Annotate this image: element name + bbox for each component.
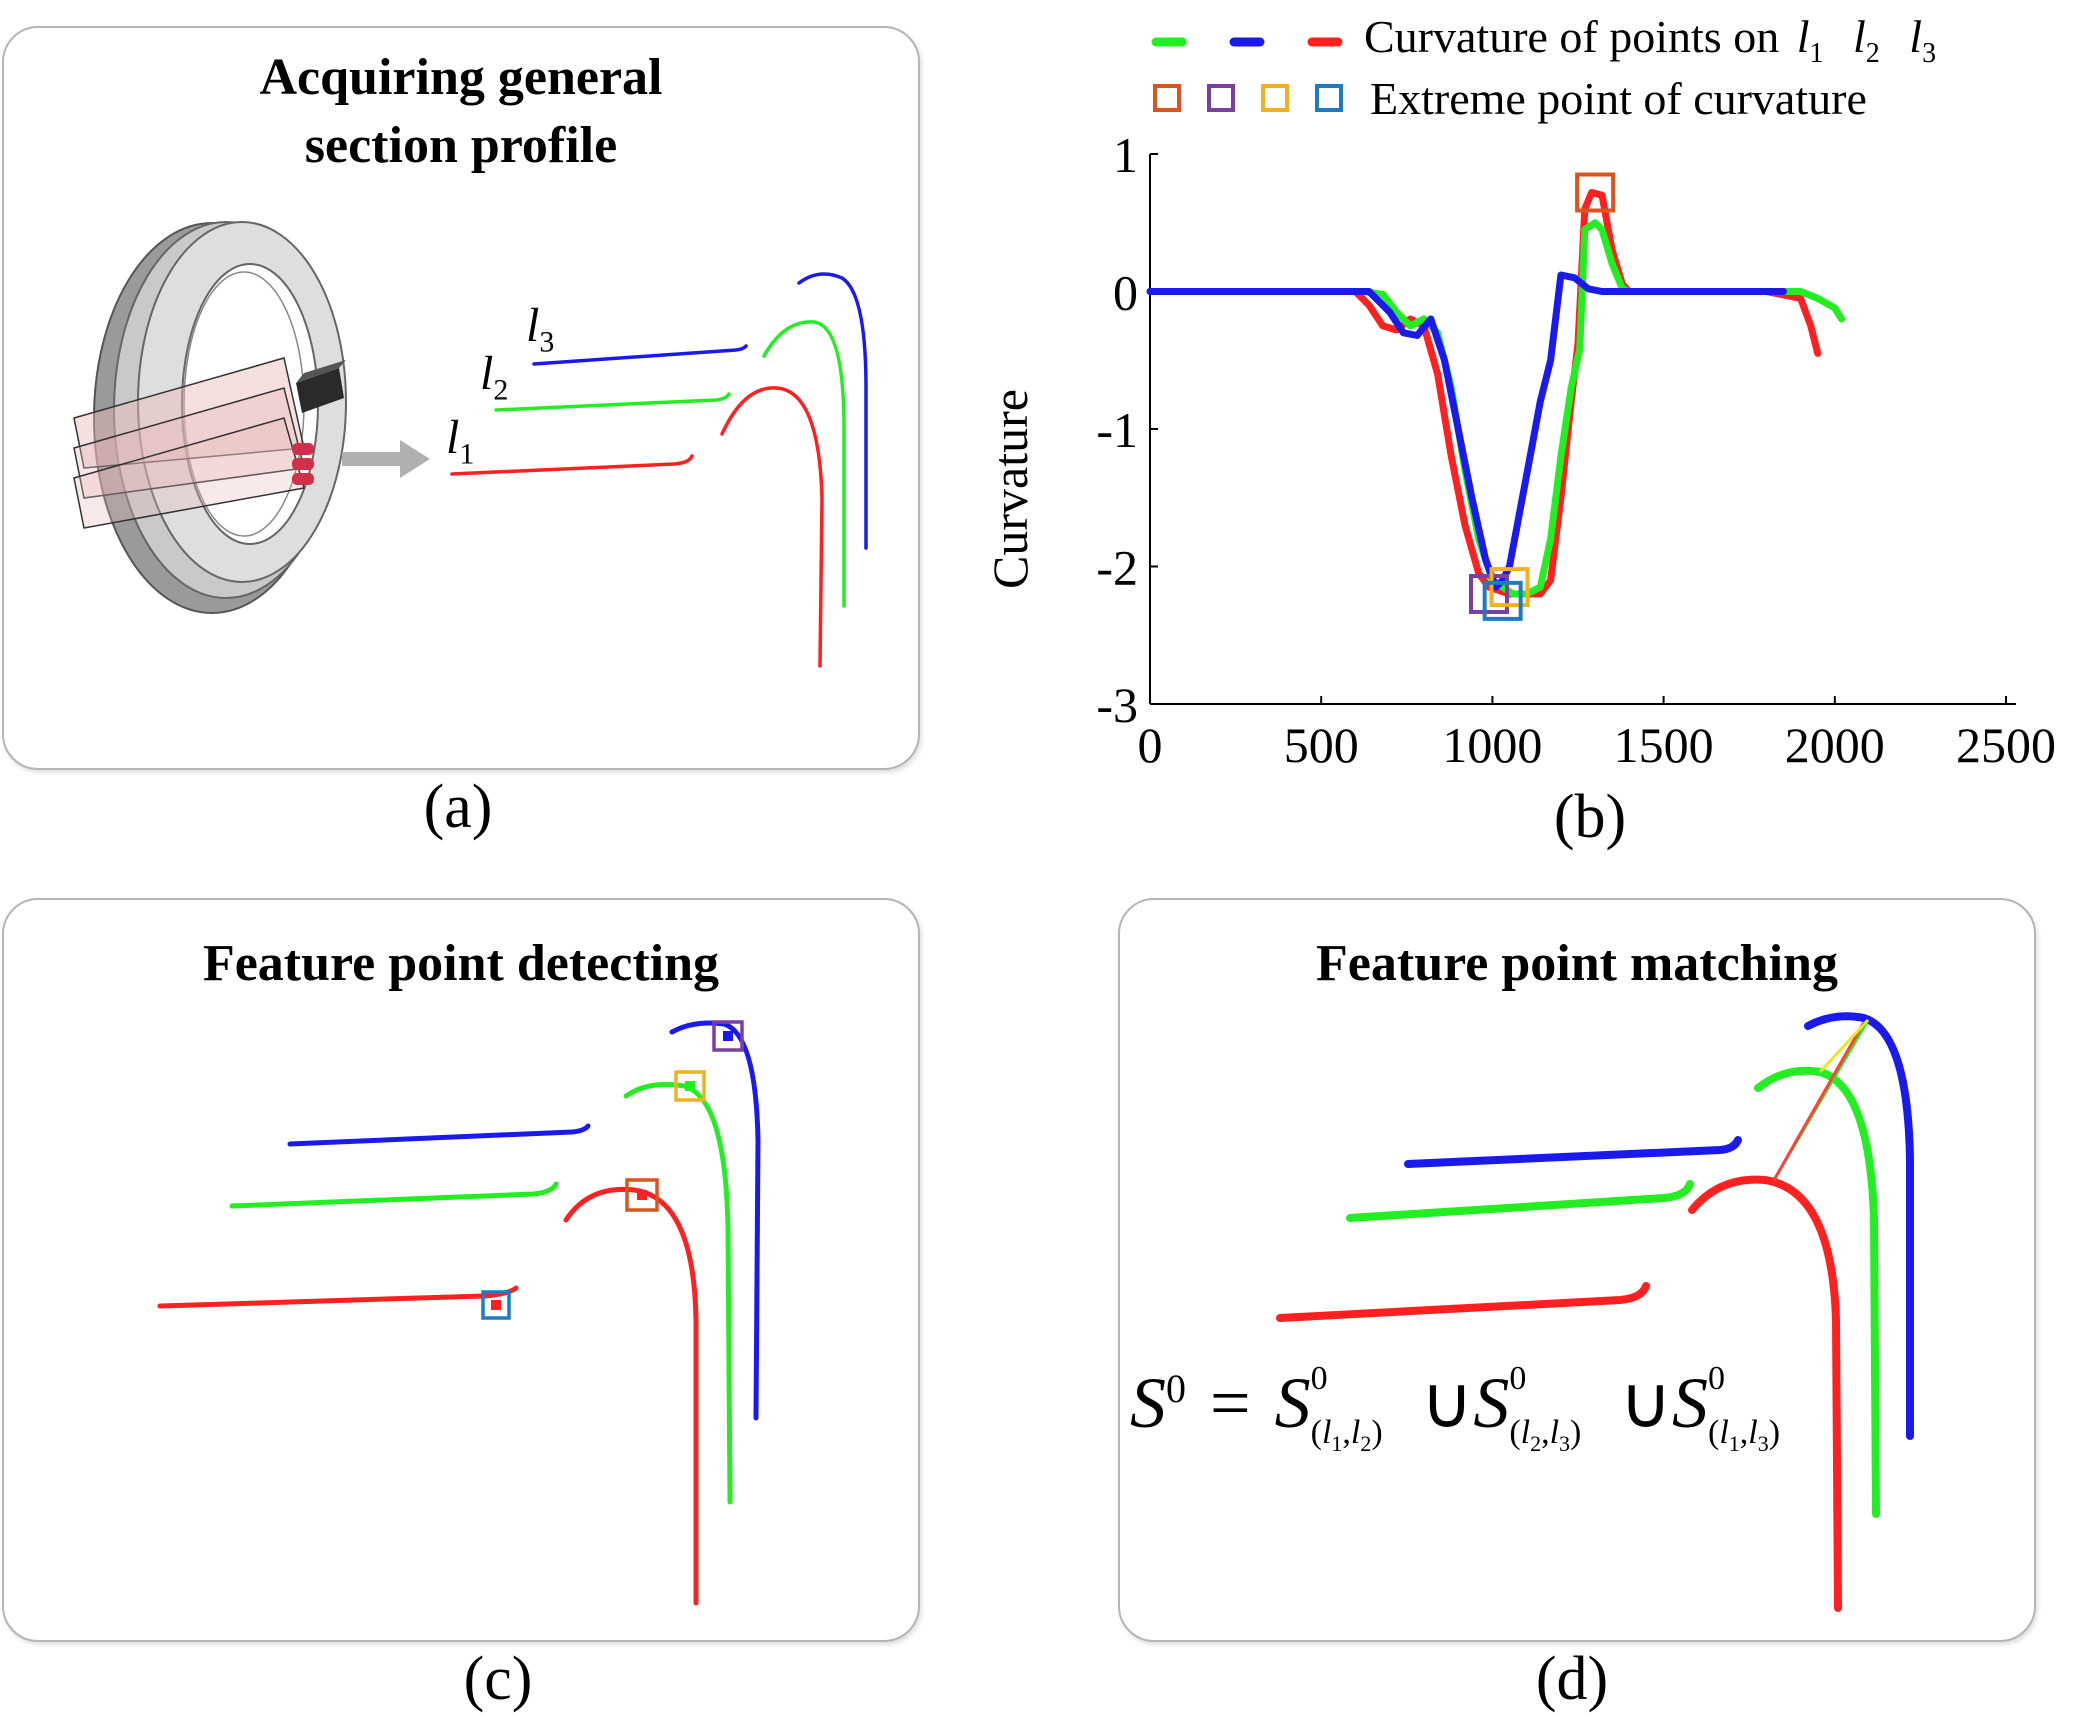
feature-box-purple <box>712 1020 744 1052</box>
legend-box-2 <box>1207 84 1235 112</box>
legend-extreme-label: Extreme point of curvature <box>1370 73 1867 124</box>
laser-heads <box>292 443 314 485</box>
profile-l3-segment-1 <box>287 1123 591 1147</box>
extreme-point-marker <box>1468 574 1509 614</box>
legend-markers <box>1151 37 1343 112</box>
x-tick-label: 2500 <box>1956 717 2056 773</box>
legend-box-1 <box>1153 84 1181 112</box>
camera-icon <box>296 360 346 413</box>
arrow-icon <box>342 440 430 478</box>
panel-a: Acquiring general section profile <box>2 26 920 770</box>
caption-c: (c) <box>463 1645 533 1713</box>
label-l3: l3 <box>526 299 555 359</box>
extreme-point-marker <box>1489 567 1530 608</box>
legend-box-4 <box>1315 84 1343 112</box>
profile-d-l1-segment-2 <box>1688 1175 1842 1612</box>
panel-a-title-line2: section profile <box>304 117 618 174</box>
feature-box-yellow <box>674 1070 706 1102</box>
profile-l2-segment-1 <box>229 1181 559 1209</box>
panel-d: Feature point matching S0 = S 0(l1,l2)∪S… <box>1118 898 2036 1642</box>
profile-d-l3-segment-2 <box>1804 1012 1914 1440</box>
x-tick-label: 0 <box>1138 717 1163 773</box>
feature-points-c <box>481 1020 744 1320</box>
y-tick-label: -2 <box>1096 540 1138 596</box>
y-axis-label: Curvature <box>982 389 1038 589</box>
caption-d: (d) <box>1535 1645 1609 1713</box>
label-l1: l1 <box>446 411 475 471</box>
feature-box-blue <box>481 1290 511 1320</box>
panel-d-title: Feature point matching <box>1316 935 1838 992</box>
panel-b: Curvature of points on l1 l2 l3 Extreme … <box>960 0 2075 860</box>
profile-l1-segment-2 <box>563 1186 699 1606</box>
x-tick-label: 500 <box>1284 717 1359 773</box>
series-line-l2 <box>1146 219 1846 598</box>
panel-a-title-line1: Acquiring general <box>259 49 663 106</box>
profile-d-l1-segment-1 <box>1276 1282 1650 1322</box>
y-tick-label: 0 <box>1113 265 1138 321</box>
series-line-l1 <box>1146 189 1822 598</box>
formula: S0 = S 0(l1,l2)∪S 0(l2,l3)∪S 0(l1,l3) <box>1130 1360 1781 1456</box>
bearing-ring-illustration <box>93 221 347 614</box>
y-tick-label: -3 <box>1096 677 1138 733</box>
profile-d-l2-segment-1 <box>1346 1180 1694 1222</box>
extreme-point-marker <box>1575 172 1616 213</box>
panel-a-title: Acquiring general section profile <box>4 44 918 180</box>
x-tick-label: 2000 <box>1785 717 1885 773</box>
extreme-point-marker <box>1482 580 1523 621</box>
x-tick-label: 1500 <box>1614 717 1714 773</box>
panel-c: Feature point detecting <box>2 898 920 1642</box>
label-l2: l2 <box>480 347 509 407</box>
profile-l3-segment-2 <box>669 1020 761 1421</box>
series-line-l3 <box>1146 271 1787 591</box>
legend-box-3 <box>1261 84 1289 112</box>
legend-curvature-label: Curvature of points on l1 l2 l3 <box>1364 11 1937 70</box>
profile-l1-segment-1 <box>157 1285 519 1309</box>
panel-c-illustration <box>157 1020 761 1606</box>
y-tick-label: -1 <box>1096 402 1138 458</box>
profile-d-l3-segment-1 <box>1404 1136 1742 1168</box>
legend: Curvature of points on l1 l2 l3 Extreme … <box>960 0 2075 130</box>
panel-c-title: Feature point detecting <box>202 935 720 992</box>
profile-l2-segment-2 <box>623 1081 733 1505</box>
feature-box-orange <box>625 1178 659 1212</box>
curvature-chart: 0 500 1000 1500 2000 2500 1 0 -1 -2 -3 <box>1096 127 2056 773</box>
panel-d-illustration <box>1276 1012 1914 1612</box>
caption-a: (a) <box>423 773 493 841</box>
section-profiles-a <box>450 272 868 668</box>
panel-a-illustration <box>73 221 868 668</box>
caption-b: (b) <box>1553 783 1627 851</box>
x-tick-label: 1000 <box>1442 717 1542 773</box>
matching-lines <box>1772 1018 1870 1181</box>
profiles-c <box>157 1020 761 1606</box>
y-tick-label: 1 <box>1113 127 1138 183</box>
